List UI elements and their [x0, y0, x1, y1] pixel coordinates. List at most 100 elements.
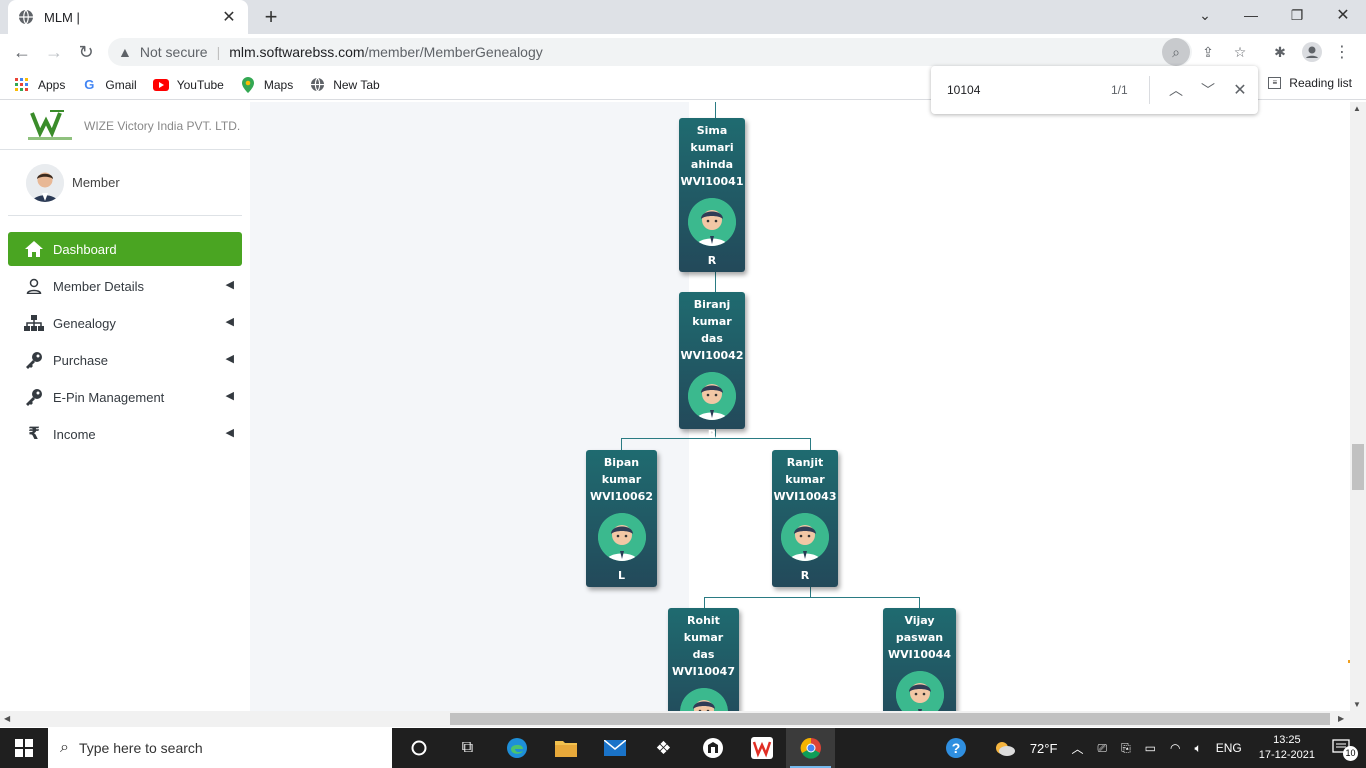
scroll-down-icon[interactable]: ▼ [1353, 700, 1361, 709]
warning-icon: ▲ [118, 44, 132, 60]
start-button[interactable] [0, 728, 48, 768]
node-name: Sima kumari ahinda [690, 124, 734, 171]
clock-time: 13:25 [1273, 734, 1301, 746]
share-icon[interactable]: ⇪ [1202, 43, 1214, 60]
user-icon [24, 278, 44, 294]
minimize-button[interactable]: — [1244, 7, 1258, 23]
weather-icon[interactable] [994, 740, 1016, 756]
extensions-icon[interactable]: ✱ [1274, 43, 1286, 60]
sidebar-item-dashboard[interactable]: Dashboard [8, 232, 242, 266]
windows-logo-icon [15, 739, 33, 757]
menu-dots-icon[interactable]: ⋮ [1334, 44, 1350, 61]
sidebar-item-member-details[interactable]: Member Details ◀ [8, 269, 242, 303]
forward-button[interactable]: → [45, 41, 63, 62]
cortana-icon[interactable] [394, 728, 443, 768]
node-id: WVI10043 [773, 490, 837, 503]
not-secure-label: Not secure [139, 44, 208, 60]
bookmark-star-icon[interactable]: ☆ [1233, 43, 1247, 60]
user-name: Member [72, 175, 120, 190]
bookmark-apps[interactable]: Apps [14, 77, 65, 93]
horizontal-scroll-thumb[interactable] [450, 713, 1330, 725]
node-id: WVI10042 [680, 349, 744, 362]
tree-node[interactable]: Sima kumari ahinda WVI10041 R [679, 118, 745, 272]
mail-icon[interactable] [590, 728, 639, 768]
maps-pin-icon [240, 76, 256, 93]
node-side: L [617, 569, 625, 582]
wifi-icon[interactable]: ◠ [1170, 741, 1181, 755]
task-view-icon[interactable]: ⧉ [461, 739, 474, 756]
taskbar-search[interactable]: ⌕ Type here to search [48, 728, 392, 768]
bookmark-gmail[interactable]: G Gmail [81, 77, 136, 93]
meet-now-icon[interactable]: ⎚ [1097, 740, 1108, 755]
connector-line [621, 438, 622, 450]
tree-node[interactable]: Vijay paswan WVI10044 [883, 608, 956, 711]
globe-icon [19, 9, 33, 25]
find-in-page-icon[interactable]: ⌕ [1162, 38, 1190, 66]
vertical-scroll-thumb[interactable] [1352, 444, 1364, 490]
vertical-scrollbar[interactable]: ▲ ▼ [1350, 102, 1366, 711]
sidebar-item-purchase[interactable]: Purchase ◀ [8, 343, 242, 377]
close-window-button[interactable]: ✕ [1336, 7, 1350, 24]
sidebar-item-label: Income [53, 426, 96, 442]
web-page: WIZE Victory India PVT. LTD. Member Dash… [0, 102, 1350, 711]
tree-node[interactable]: Biranj kumar das WVI10042 R [679, 292, 745, 441]
volume-icon[interactable]: 🔈︎ [1194, 740, 1202, 755]
bookmark-new-tab[interactable]: New Tab [309, 77, 380, 93]
tree-node[interactable]: Ranjit kumar WVI10043 R [772, 450, 838, 587]
find-bar: 10104 1/1 ︿ ﹀ ✕ [931, 66, 1258, 114]
profile-icon[interactable] [1298, 38, 1326, 66]
sidebar-item-income[interactable]: ₹ Income ◀ [8, 417, 242, 451]
find-close-icon[interactable]: ✕ [1233, 82, 1247, 99]
horizontal-scrollbar[interactable]: ◀ ▶ [0, 711, 1366, 727]
battery-icon[interactable]: ▭ [1144, 741, 1157, 755]
sidebar-menu: Dashboard Member Details ◀ Genealogy ◀ P… [0, 216, 250, 451]
reload-button[interactable]: ↻ [78, 41, 94, 62]
address-bar[interactable]: ▲ Not secure | mlm.softwarebss.com/membe… [108, 38, 1192, 66]
close-tab-icon[interactable]: ✕ [222, 9, 236, 26]
help-icon[interactable]: ? [945, 737, 967, 759]
tab-search-icon[interactable]: ⌄ [1199, 6, 1211, 23]
language-indicator[interactable]: ENG [1215, 741, 1242, 755]
genealogy-content: Sima kumari ahinda WVI10041 R Biranj kum… [250, 102, 1350, 711]
user-panel[interactable]: Member [8, 150, 242, 216]
scroll-up-icon[interactable]: ▲ [1353, 104, 1361, 113]
bookmark-label: New Tab [333, 77, 380, 92]
node-id: WVI10047 [671, 665, 735, 678]
back-button[interactable]: ← [13, 41, 31, 62]
tree-node[interactable]: Bipan kumar WVI10062 L [586, 450, 657, 587]
pen-icon[interactable]: ⎘ [1121, 740, 1131, 755]
member-avatar-icon [781, 513, 829, 561]
maximize-button[interactable]: ❐ [1290, 6, 1304, 23]
app-shield-icon[interactable] [688, 728, 737, 768]
bookmark-label: Apps [38, 77, 66, 92]
notifications-icon[interactable]: 10 [1332, 739, 1358, 761]
clock[interactable]: 13:25 17-12-2021 [1259, 733, 1315, 763]
sidebar-item-genealogy[interactable]: Genealogy ◀ [8, 306, 242, 340]
scroll-left-icon[interactable]: ◀ [4, 714, 11, 723]
browser-tab[interactable]: MLM | ✕ [8, 0, 248, 34]
node-id: WVI10041 [680, 175, 744, 188]
show-hidden-icons[interactable]: ︿ [1071, 741, 1084, 756]
find-previous-icon[interactable]: ︿ [1169, 82, 1183, 98]
wps-office-icon[interactable] [737, 728, 786, 768]
taskbar-search-placeholder: Type here to search [78, 740, 203, 756]
edge-icon[interactable] [492, 728, 541, 768]
chrome-icon[interactable] [786, 728, 835, 768]
scroll-right-icon[interactable]: ▶ [1338, 714, 1345, 723]
bookmark-maps[interactable]: Maps [240, 76, 293, 93]
new-tab-button[interactable]: + [264, 4, 278, 29]
find-input[interactable]: 10104 [947, 83, 981, 97]
sidebar-item-epin-management[interactable]: E-Pin Management ◀ [8, 380, 242, 414]
node-side: R [800, 569, 810, 582]
dropbox-icon[interactable]: ❖ [655, 737, 672, 758]
tree-node[interactable]: Rohit kumar das WVI10047 [668, 608, 739, 711]
chevron-left-icon: ◀ [225, 316, 234, 328]
bookmark-youtube[interactable]: YouTube [152, 77, 224, 93]
file-explorer-icon[interactable] [541, 728, 590, 768]
reading-list-button[interactable]: ≡ Reading list [1268, 76, 1352, 90]
tab-title: MLM | [44, 9, 80, 25]
tab-strip: MLM | ✕ + ⌄ — ❐ ✕ [0, 0, 1366, 34]
url-path: /member/MemberGenealogy [364, 44, 543, 60]
brand[interactable]: WIZE Victory India PVT. LTD. [0, 102, 250, 150]
find-next-icon[interactable]: ﹀ [1201, 82, 1215, 98]
